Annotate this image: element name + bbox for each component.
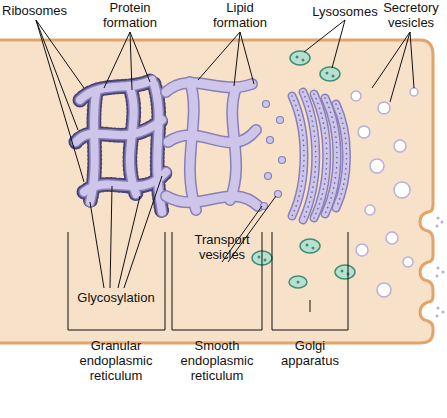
cell-membrane	[0, 40, 433, 343]
smooth-er	[166, 82, 258, 210]
secretory-vesicles	[351, 88, 418, 297]
golgi-apparatus	[292, 92, 347, 220]
region-brackets	[68, 232, 348, 330]
part-label: Smooth endoplasmic reticulum	[176, 338, 258, 383]
lysosomes	[252, 51, 355, 288]
leader-lines	[36, 20, 414, 312]
exocytosis-content	[436, 217, 445, 318]
part-label: Lipid formation	[205, 0, 275, 30]
part-label: Granular endoplasmic reticulum	[75, 338, 157, 383]
part-label: Ribosomes	[2, 3, 82, 18]
transport-vesicles	[261, 101, 286, 210]
part-label: Golgi apparatus	[270, 338, 350, 368]
part-label: Secretory vesicles	[375, 0, 447, 30]
lysosome-granules	[258, 56, 350, 284]
part-label: Protein formation	[95, 0, 165, 30]
part-label: Lysosomes	[310, 4, 380, 19]
part-label: Transport vesicles	[180, 232, 264, 262]
part-label: Glycosylation	[70, 290, 162, 305]
rough-er	[76, 80, 166, 212]
